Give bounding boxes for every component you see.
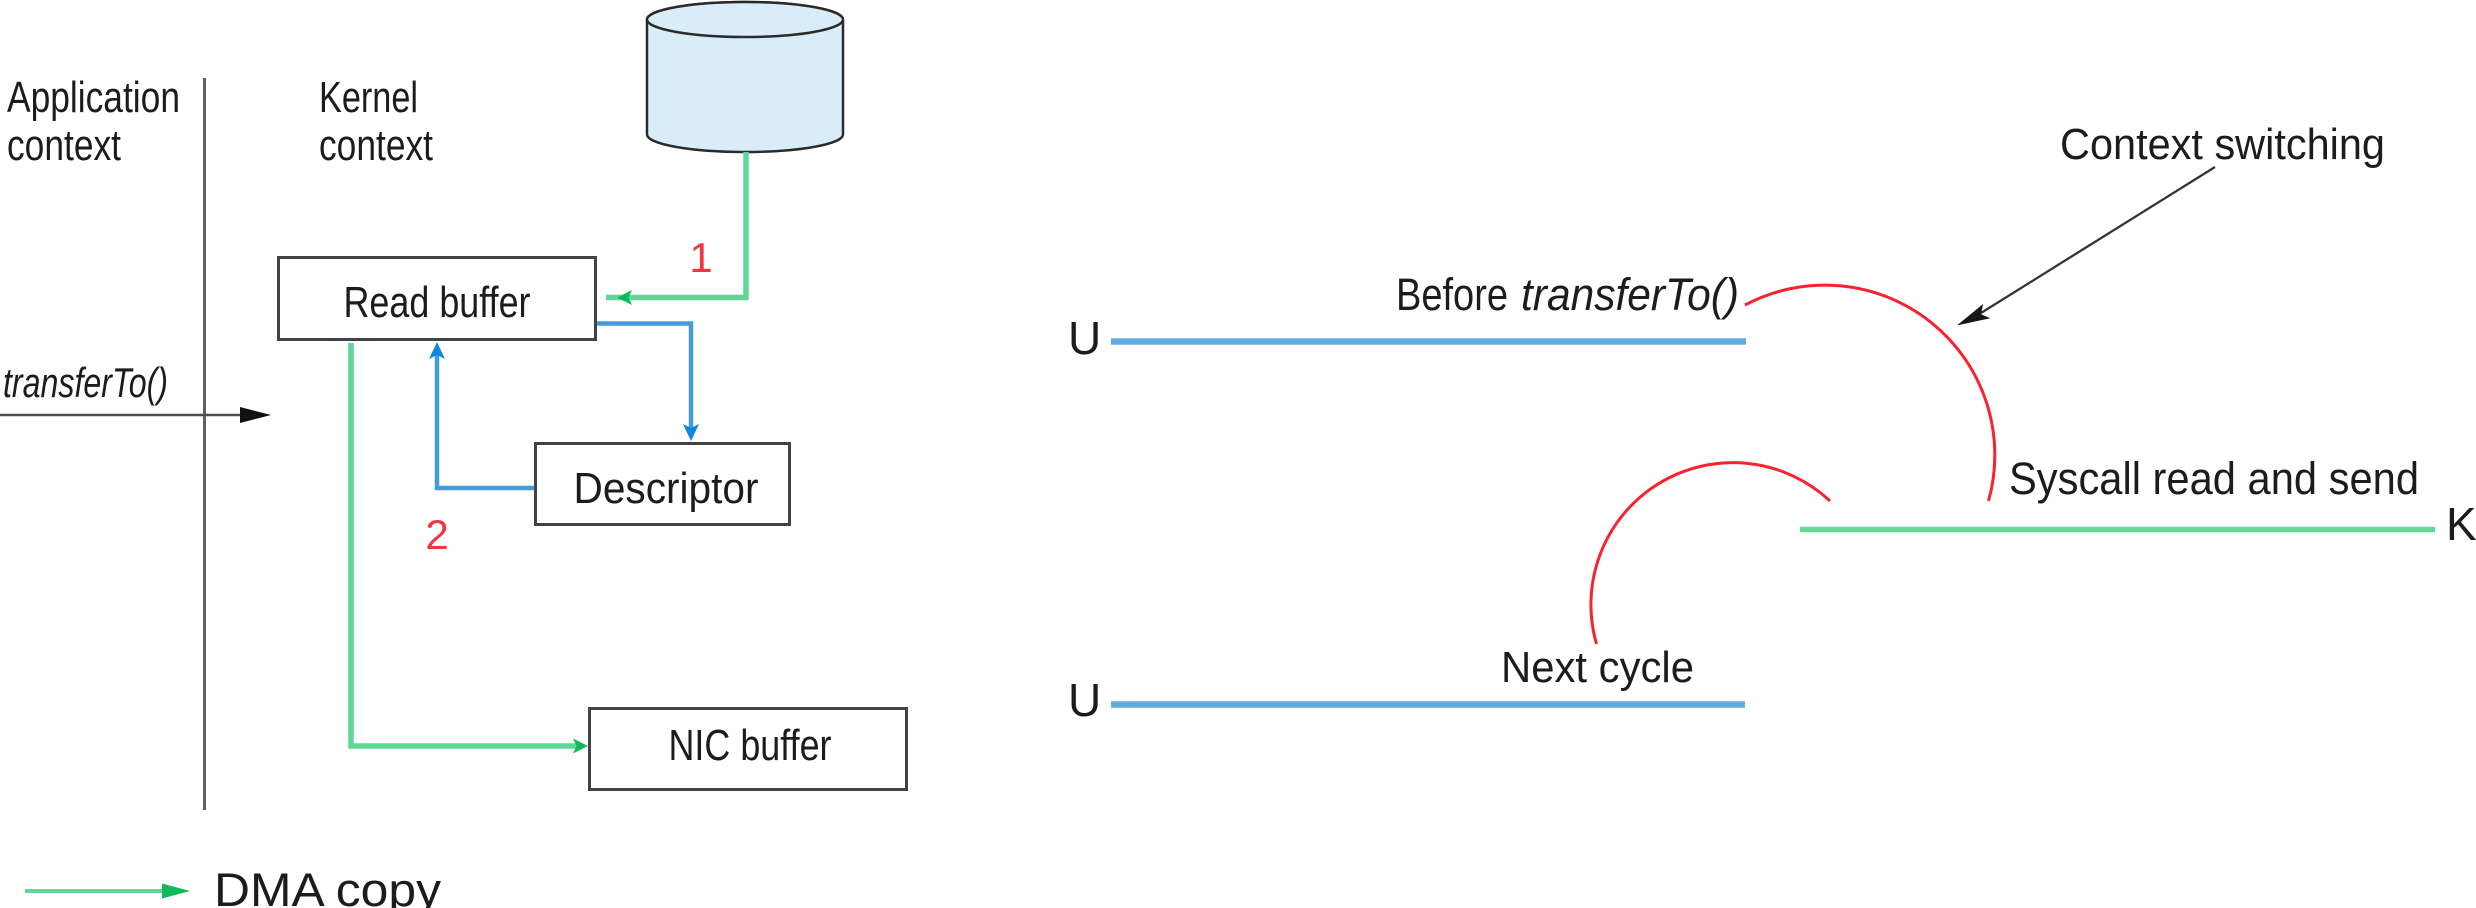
svg-text:U: U xyxy=(1068,674,1101,726)
svg-text:transferTo(): transferTo() xyxy=(1521,269,1739,320)
svg-text:Kernel: Kernel xyxy=(319,73,418,122)
svg-text:2: 2 xyxy=(425,511,448,558)
svg-text:DMA copy: DMA copy xyxy=(214,863,442,908)
svg-text:Read buffer: Read buffer xyxy=(344,278,531,327)
svg-text:Before: Before xyxy=(1396,269,1508,320)
svg-text:Syscall read and send: Syscall read and send xyxy=(2009,453,2419,504)
svg-text:Application: Application xyxy=(7,73,180,122)
svg-text:K: K xyxy=(2446,498,2476,550)
svg-text:1: 1 xyxy=(689,234,712,281)
svg-text:NIC buffer: NIC buffer xyxy=(669,721,832,770)
svg-text:Descriptor: Descriptor xyxy=(574,464,759,513)
svg-text:context: context xyxy=(7,121,121,170)
svg-text:U: U xyxy=(1068,312,1101,364)
svg-text:Next cycle: Next cycle xyxy=(1501,643,1694,692)
svg-text:transferTo(): transferTo() xyxy=(3,359,168,406)
svg-text:context: context xyxy=(319,121,433,170)
svg-text:Context switching: Context switching xyxy=(2060,120,2385,169)
